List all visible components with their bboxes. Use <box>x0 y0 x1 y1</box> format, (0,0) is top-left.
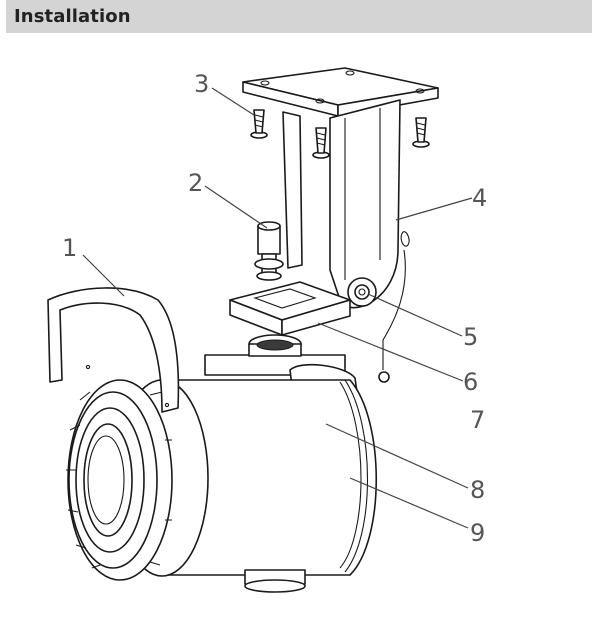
section-title: Installation <box>14 6 131 27</box>
callout-7: 7 <box>470 406 485 434</box>
callout-6: 6 <box>463 368 478 396</box>
section-header: Installation <box>6 0 592 33</box>
fixing-bolt <box>254 221 284 281</box>
callout-labels: 1 2 3 4 5 6 7 8 9 <box>62 70 487 547</box>
callout-9: 9 <box>470 519 485 547</box>
leader-lines <box>82 87 473 529</box>
callout-5: 5 <box>463 323 478 351</box>
callout-2: 2 <box>188 169 203 197</box>
mounting-adapter <box>229 281 351 336</box>
safety-cable <box>378 231 410 383</box>
callout-8: 8 <box>470 476 485 504</box>
screw-right <box>412 117 430 148</box>
camera-housing <box>66 334 377 593</box>
screw-left <box>250 109 268 139</box>
callout-4: 4 <box>472 184 487 212</box>
sun-shield <box>47 287 180 413</box>
callout-1: 1 <box>62 234 77 262</box>
screw-middle <box>312 127 330 159</box>
mounting-bracket <box>242 67 439 309</box>
callout-3: 3 <box>194 70 209 98</box>
